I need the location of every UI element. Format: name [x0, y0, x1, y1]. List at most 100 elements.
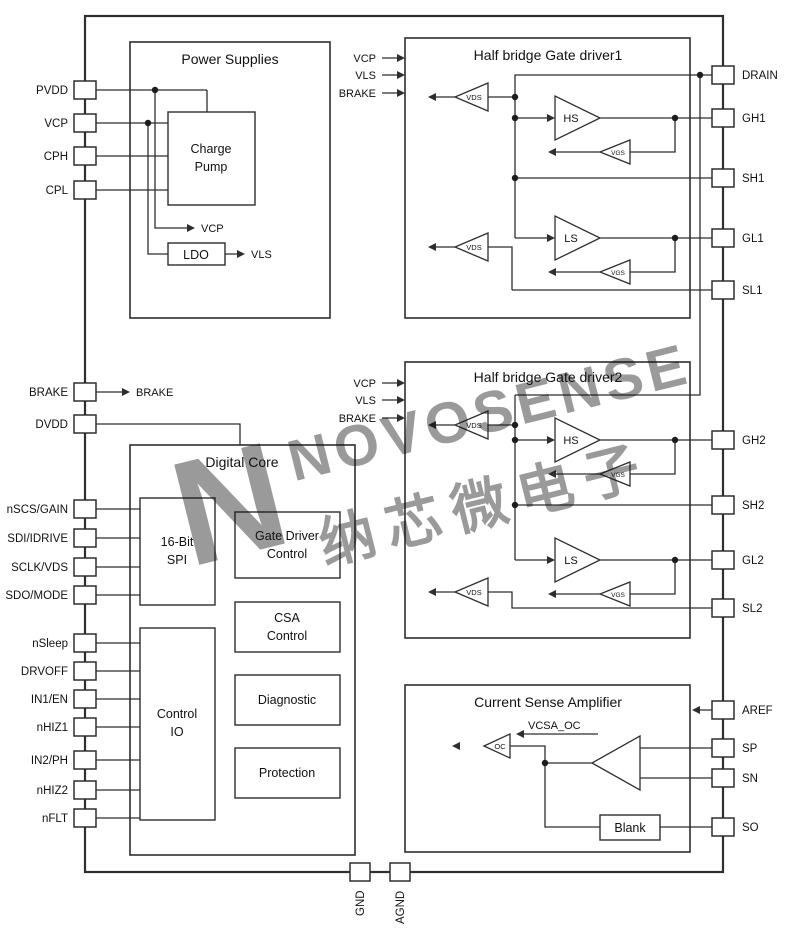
pin-label: BRAKE [29, 387, 68, 399]
pin-pad [73, 689, 97, 709]
junction-dot [511, 174, 519, 182]
pin-label: SP [742, 743, 758, 755]
junction-dot [696, 71, 704, 79]
gd2-vcp-in-arrow [397, 379, 405, 387]
junction-dot [511, 114, 519, 122]
blank-label: Blank [614, 821, 646, 835]
pin-label: SH1 [742, 173, 764, 185]
pin-pad [73, 382, 97, 402]
pin-label: nFLT [42, 813, 68, 825]
gd1-hs-in-arrow [547, 114, 555, 122]
pin-pad [711, 430, 735, 450]
junction-dot [671, 234, 679, 242]
gd2-vds-top-out-arrow [428, 421, 436, 429]
junction-dot [671, 436, 679, 444]
protection-label: Protection [259, 766, 315, 780]
gd1-vcp-in-arrow [397, 54, 405, 62]
ldo-box [167, 242, 226, 266]
pin-label: DRVOFF [21, 666, 68, 678]
control-io-label-line2: IO [170, 725, 183, 739]
gd2-brake-in-arrow [397, 414, 405, 422]
charge-pump-box [167, 111, 256, 206]
gd1-vgs-bottom-comparator [598, 259, 631, 285]
pin-pad [349, 862, 371, 882]
gd1-ls-label: LS [564, 233, 577, 245]
junction-dots [144, 71, 704, 767]
gd2-vds-bottom-out-arrow [428, 588, 436, 596]
pin-label: DVDD [35, 419, 68, 431]
pin-label: GL1 [742, 233, 764, 245]
pin-gnd: GND [349, 862, 371, 916]
pin-cpl: CPL [46, 180, 97, 200]
pin-nhiz2: nHIZ2 [37, 780, 97, 800]
gd2-hs-in-arrow [547, 436, 555, 444]
pin-pad [73, 180, 97, 200]
pin-pad [711, 817, 735, 837]
pin-label: AGND [395, 891, 407, 924]
vls-out-label: VLS [251, 249, 272, 261]
pin-drvoff: DRVOFF [21, 661, 97, 681]
power-supplies-title: Power Supplies [181, 51, 278, 67]
pin-nscs-gain: nSCS/GAIN [7, 499, 97, 519]
csa-wires [510, 709, 712, 828]
oc-out-arrow [452, 742, 460, 750]
pin-label: IN2/PH [31, 755, 68, 767]
gd2-vcp-in-label: VCP [353, 378, 376, 390]
gate-driver1-title: Half bridge Gate driver1 [474, 47, 623, 63]
gd1-vgs-top-comparator [598, 139, 631, 165]
csa-control-label-line1: CSA [274, 611, 300, 625]
junction-dot [511, 436, 519, 444]
gd1-vgs-bottom-out-arrow [548, 268, 556, 276]
pin-brake: BRAKE [29, 382, 97, 402]
gd2-ls-in-arrow [547, 556, 555, 564]
junction-dot [671, 114, 679, 122]
pin-label: SDO/MODE [5, 590, 68, 602]
pin-label: nSleep [32, 638, 68, 650]
gd2-vgs-bottom-out-arrow [548, 590, 556, 598]
pin-pad [73, 414, 97, 434]
gd2-brake-in-label: BRAKE [339, 413, 376, 425]
gd2-hs-label: HS [563, 435, 578, 447]
pin-pad [711, 228, 735, 248]
pin-gh2: GH2 [711, 430, 766, 450]
digital-core-wires [96, 391, 241, 819]
csa-title: Current Sense Amplifier [474, 694, 622, 710]
gd2-vgs-bottom-comparator [598, 581, 631, 607]
pin-label: SO [742, 822, 759, 834]
junction-dot [671, 556, 679, 564]
pin-sh2: SH2 [711, 495, 764, 515]
pin-in1-en: IN1/EN [31, 689, 97, 709]
gd2-vgs-top-label: VGS [611, 472, 625, 479]
vcp-out-label: VCP [201, 223, 224, 235]
arrowheads [122, 54, 700, 750]
pin-sp: SP [711, 738, 758, 758]
pin-pad [711, 738, 735, 758]
gd1-brake-in-label: BRAKE [339, 88, 376, 100]
pin-pad [73, 808, 97, 828]
pin-label: nHIZ2 [37, 785, 68, 797]
pin-sl1: SL1 [711, 280, 762, 300]
gd1-vls-in-arrow [397, 71, 405, 79]
pin-label: DRAIN [742, 70, 778, 82]
pin-pad [711, 280, 735, 300]
pin-vcp: VCP [44, 113, 97, 133]
gd1-hs-label: HS [563, 113, 578, 125]
gd2-vls-in-arrow [397, 396, 405, 404]
pin-pad [73, 499, 97, 519]
gd1-vcp-in-label: VCP [353, 53, 376, 65]
pin-label: GH1 [742, 113, 766, 125]
gate-driver2-wires [382, 382, 712, 609]
pin-label: SDI/IDRIVE [7, 533, 68, 545]
pin-pad [73, 80, 97, 100]
pin-pad [73, 557, 97, 577]
pin-pad [711, 550, 735, 570]
gate-driver-control-label-line2: Control [267, 547, 307, 561]
oc-comparator [482, 732, 511, 760]
pin-label: GL2 [742, 555, 764, 567]
gd1-vds-top-label: VDS [466, 93, 481, 102]
pin-gh1: GH1 [711, 108, 766, 128]
gd1-vgs-top-out-arrow [548, 148, 556, 156]
protection-box [234, 747, 341, 799]
pin-label: SN [742, 773, 758, 785]
